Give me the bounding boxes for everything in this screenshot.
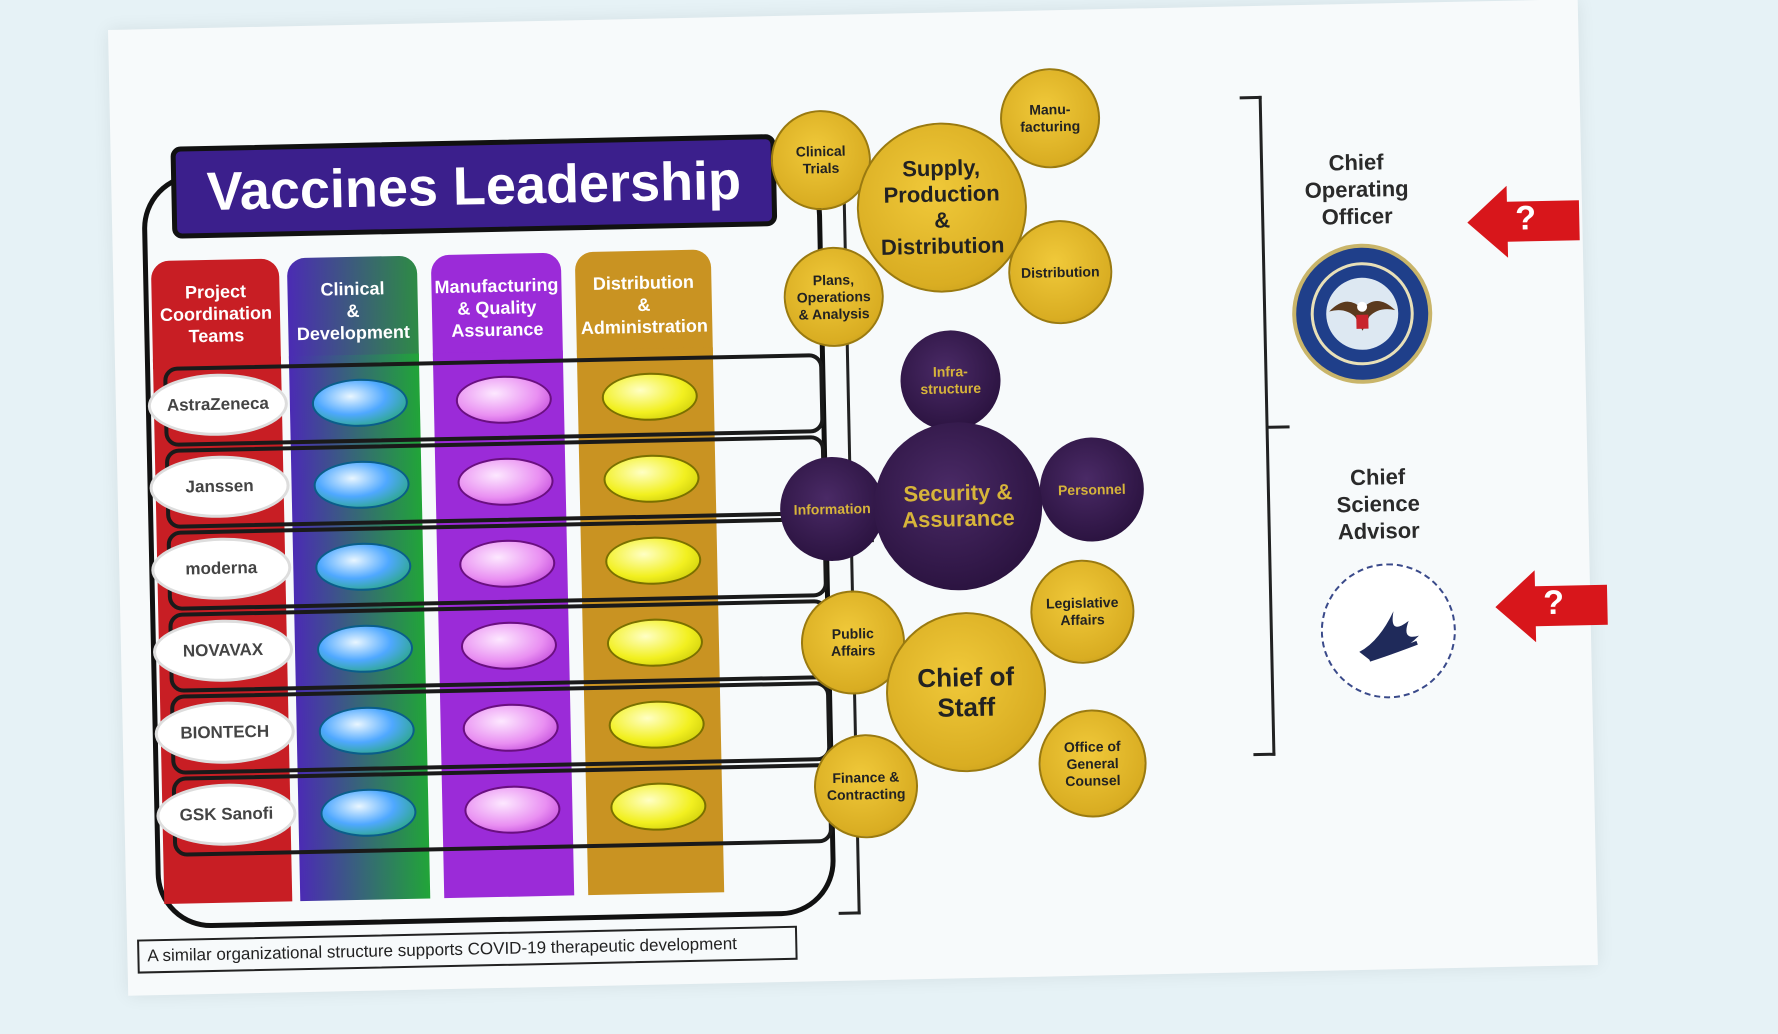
information-circle: Information: [779, 455, 886, 563]
eagle-icon: [1310, 262, 1414, 366]
column-header-distribution: Distribution & Administration: [574, 249, 713, 361]
arrow-coo-label: ?: [1514, 199, 1537, 238]
chief-of-staff-circle: Chief of Staff: [884, 610, 1048, 774]
column-header-clinical: Clinical & Development: [286, 255, 420, 367]
security-assurance-circle: Security & Assurance: [872, 420, 1044, 593]
hhs-eagle-icon: [1358, 610, 1419, 662]
infrastructure-circle: Infra- structure: [899, 329, 1002, 432]
slide: Vaccines Leadership Project Coordination…: [108, 0, 1608, 996]
supply-production-circle: Supply, Production & Distribution: [855, 120, 1029, 295]
arrow-coo: ?: [1467, 184, 1583, 258]
general-counsel-circle: Office of General Counsel: [1037, 708, 1148, 819]
right-brace: [1239, 95, 1276, 757]
column-header-project-coordination: Project Coordination Teams: [150, 258, 282, 370]
leadership-title: Vaccines Leadership: [170, 134, 778, 239]
manufacturing-circle: Manu- facturing: [999, 67, 1102, 170]
finance-contracting-circle: Finance & Contracting: [812, 733, 920, 840]
chief-science-advisor-label: Chief Science Advisor: [1336, 463, 1421, 545]
arrow-csa-label: ?: [1542, 583, 1565, 623]
legislative-affairs-circle: Legislative Affairs: [1029, 558, 1136, 665]
arrow-csa: ?: [1495, 569, 1611, 643]
hhs-seal-icon: [1319, 561, 1458, 700]
personnel-circle: Personnel: [1038, 436, 1145, 543]
plans-operations-circle: Plans, Operations & Analysis: [782, 245, 885, 348]
footnote: A similar organizational structure suppo…: [137, 925, 798, 974]
chief-operating-officer-label: Chief Operating Officer: [1304, 149, 1409, 230]
column-header-manufacturing: Manufacturing & Quality Assurance: [430, 252, 564, 364]
left-arrow-icon: [1495, 570, 1608, 643]
dod-seal-icon: [1290, 242, 1434, 386]
left-arrow-icon: [1467, 185, 1580, 258]
distribution-circle: Distribution: [1007, 219, 1114, 326]
